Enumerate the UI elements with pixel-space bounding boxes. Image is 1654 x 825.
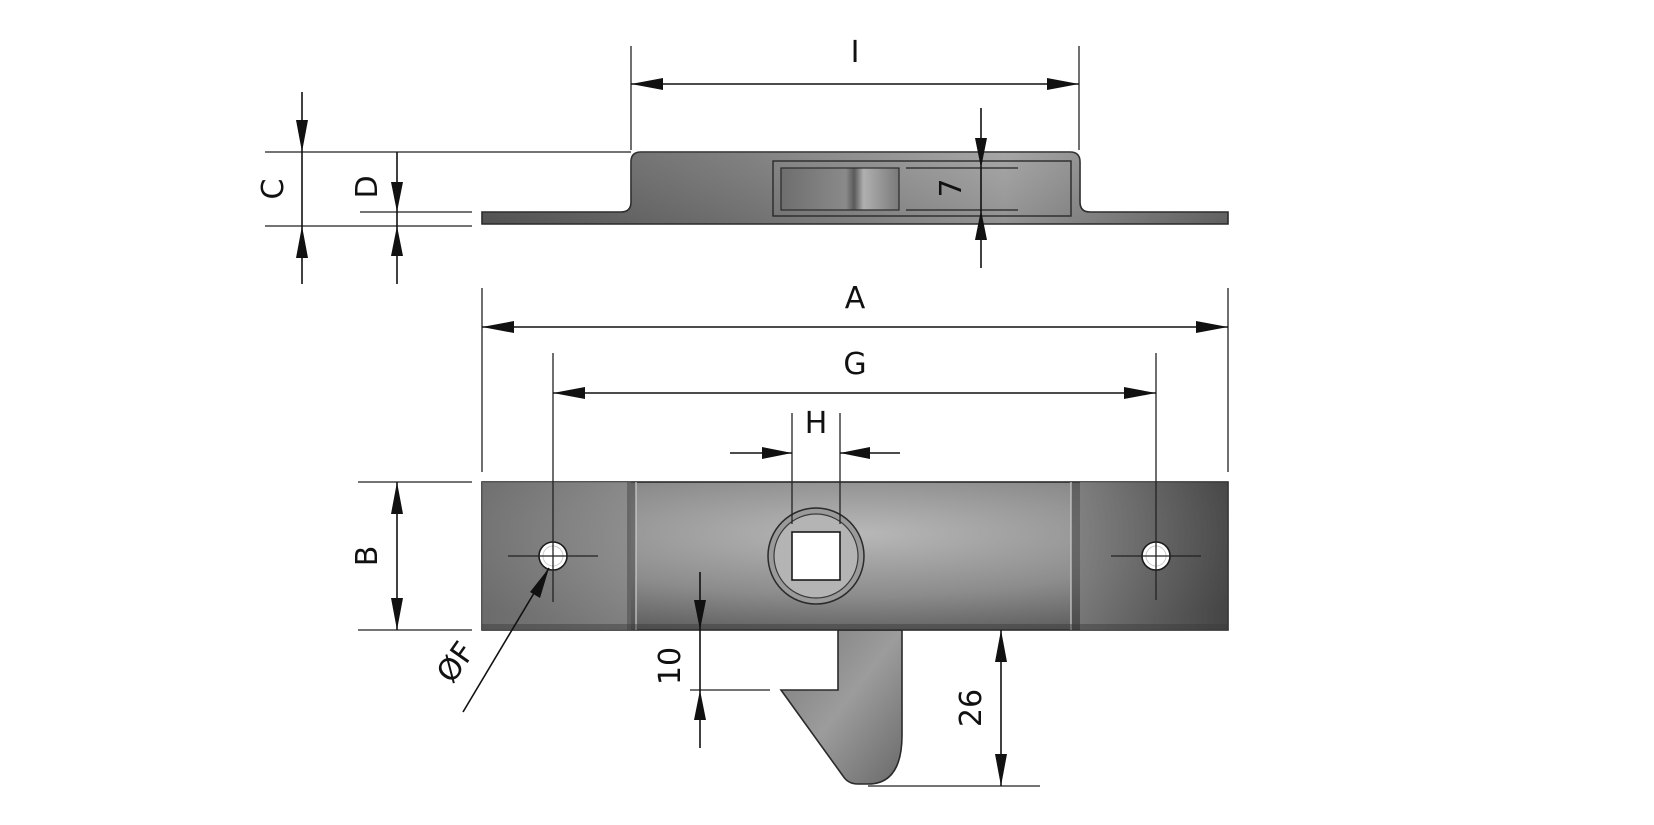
dimensions [265, 46, 1229, 787]
label-seven: 7 [934, 178, 969, 197]
label-f: ØF [430, 636, 482, 690]
label-g: G [843, 347, 866, 382]
label-h: H [805, 406, 828, 441]
side-view-slider [780, 167, 900, 211]
label-d: D [350, 175, 385, 198]
label-twentysix: 26 [954, 689, 989, 727]
label-ten: 10 [653, 647, 688, 685]
square-hole [791, 531, 841, 581]
side-view-window-outer [772, 160, 1072, 217]
label-c: C [256, 179, 291, 200]
bend-right [1071, 482, 1080, 630]
side-view [481, 151, 1229, 225]
latch-hook [779, 629, 903, 785]
front-view [481, 481, 1229, 785]
label-b: B [350, 546, 385, 567]
label-a: A [845, 281, 866, 316]
bend-left [627, 482, 636, 630]
label-i: I [851, 35, 860, 70]
